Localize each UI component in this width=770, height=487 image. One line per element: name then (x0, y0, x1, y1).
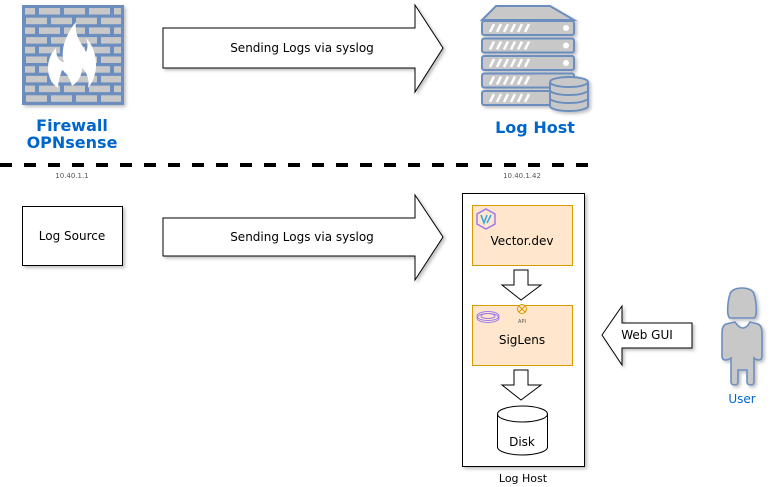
firewall-icon: /* bricks generated below */ (22, 5, 124, 105)
vector-label: Vector.dev (490, 234, 553, 248)
server-database-icon (479, 5, 589, 112)
disk-storage: Disk (497, 405, 548, 456)
siglens-label: SigLens (499, 333, 545, 347)
web-gui-arrow: Web GUI (601, 304, 693, 367)
flow-arrow-siglens-to-disk (500, 369, 543, 401)
user-icon (721, 287, 763, 386)
firewall-label-line1: Firewall (36, 116, 108, 135)
syslog-arrow-top-label: Sending Logs via syslog (230, 41, 374, 55)
flow-arrow-vector-to-siglens (500, 269, 543, 301)
log-source-label: Log Source (39, 229, 105, 243)
syslog-arrow-bottom-label: Sending Logs via syslog (230, 230, 374, 244)
syslog-arrow-bottom: Sending Logs via syslog (162, 193, 444, 282)
siglens-component: API SigLens (472, 304, 573, 366)
api-label: API (518, 319, 526, 325)
log-host-label: Log Host (495, 118, 575, 137)
vector-logo-icon (476, 208, 496, 230)
vector-component: Vector.dev (472, 205, 573, 266)
log-source-box: Log Source (22, 206, 123, 266)
firewall-ip: 10.40.1.1 (55, 172, 88, 180)
log-host-ip: 10.40.1.42 (503, 172, 541, 180)
api-endpoint-icon (517, 304, 527, 314)
disk-label: Disk (509, 435, 535, 449)
firewall-label-line2: OPNsense (27, 133, 118, 152)
user-label: User (728, 392, 755, 406)
syslog-arrow-top: Sending Logs via syslog (162, 3, 444, 94)
log-host-container-label: Log Host (499, 472, 548, 485)
web-gui-label: Web GUI (621, 328, 673, 342)
siglens-logo-icon (476, 311, 500, 323)
